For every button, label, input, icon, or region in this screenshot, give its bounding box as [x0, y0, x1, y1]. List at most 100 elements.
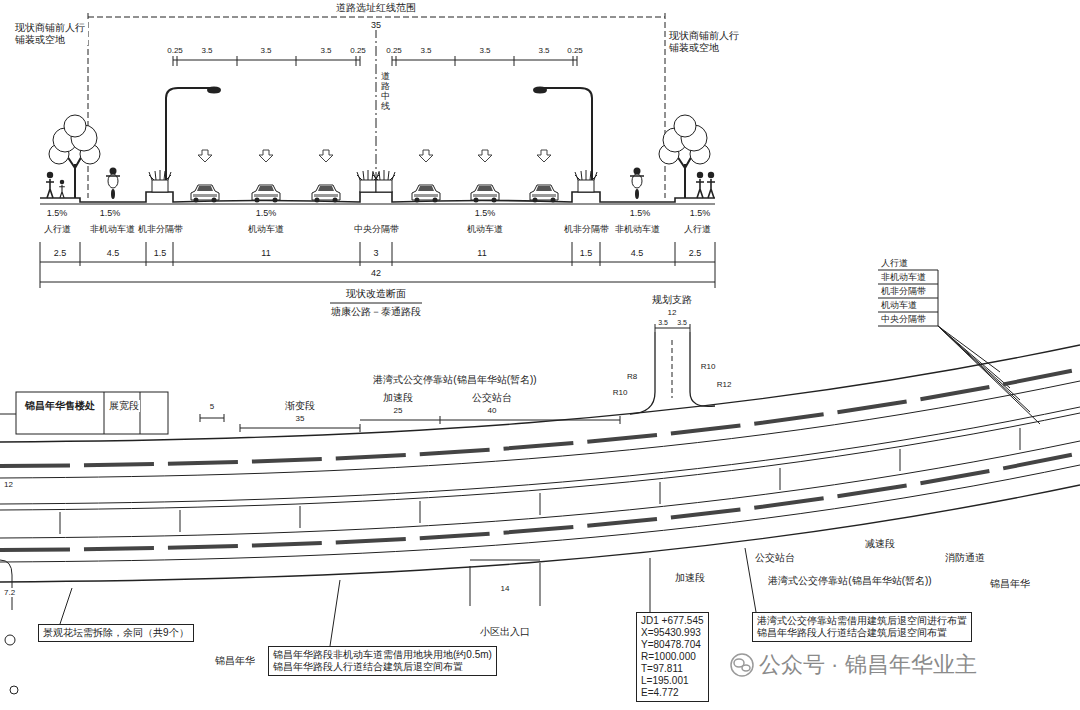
dimension-label: 0.25 — [566, 46, 584, 55]
lane-label: 机动车道 — [466, 224, 504, 234]
radius-label: R12 — [716, 380, 733, 389]
lane-list-item: 中央分隔带 — [880, 314, 927, 324]
lane-list-item: 机非分隔带 — [880, 286, 927, 296]
dimension-label: 0.25 — [349, 46, 367, 55]
segment-label: 公交站台 — [754, 552, 796, 564]
note-box: 锦昌年华路段非机动车道需借用地块用地(约0.5m)锦昌年华路段人行道结合建筑后退… — [268, 646, 497, 676]
road-drawing — [191, 185, 219, 203]
dimension-label: 1.5 — [153, 248, 168, 258]
leader-line — [650, 558, 651, 612]
note-text: 景观花坛需拆除，余同（共9个） — [43, 627, 189, 639]
road-drawing — [59, 180, 65, 198]
section-subtitle: 塘康公路－泰通路段 — [330, 306, 422, 318]
road-drawing — [412, 185, 440, 203]
note-text: X=95430.993 — [641, 627, 704, 639]
station-tick — [60, 428, 1020, 534]
road-drawing — [149, 170, 171, 192]
place-label: 锦昌年华 — [989, 578, 1031, 590]
plan-dimension — [240, 424, 360, 432]
segment-label: 加速段 — [674, 572, 706, 584]
dimension-label: 12 — [667, 308, 678, 317]
bus-stop-label: 港湾式公交停靠站(锦昌年华站(暂名)) — [767, 575, 932, 587]
station-tick — [60, 428, 1020, 534]
slope-label: 1.5% — [46, 208, 69, 218]
street-lamp — [208, 88, 220, 93]
plan-dimension — [200, 414, 224, 422]
width-dimension — [40, 242, 715, 288]
dimension-label: 3.5 — [537, 46, 550, 55]
watermark-icon — [731, 654, 753, 676]
entrance-road — [470, 563, 540, 606]
road-edge-line — [0, 345, 1080, 582]
building-box: 锦昌年华售楼处 — [22, 399, 98, 413]
dimension-label: 3.5 — [419, 46, 432, 55]
road-edge-line — [0, 369, 1080, 466]
entrance-road — [10, 686, 18, 694]
curve-data-box: JD1 +677.545X=95430.993Y=80478.704R=1000… — [636, 612, 709, 702]
centerline-label: 道路中线 — [381, 72, 390, 112]
slope-label: 1.5% — [689, 208, 712, 218]
road-drawing — [373, 170, 395, 192]
dimension-label: 35 — [295, 414, 306, 423]
lane-label: 机非分隔带 — [563, 224, 610, 234]
road-drawing — [630, 168, 644, 200]
slope-label: 1.5% — [255, 208, 278, 218]
dimension-label: 25 — [393, 406, 404, 415]
lane-label: 机非分隔带 — [137, 224, 184, 234]
dimension-label: 2.5 — [53, 248, 68, 258]
dimension-label: 3.5 — [657, 319, 669, 327]
note-text: 锦昌年华路段人行道结合建筑后退空间布置 — [757, 627, 967, 639]
width-dimension — [40, 242, 715, 288]
place-label: 消防通道 — [944, 552, 986, 564]
leader-line — [938, 326, 1040, 424]
entrance-road — [0, 560, 12, 610]
entrance-road — [5, 635, 15, 645]
red-line-dimension — [88, 13, 665, 198]
lane-list-item: 机动车道 — [880, 300, 918, 310]
building-outline — [16, 392, 168, 434]
road-edge-line — [0, 441, 1080, 538]
road-drawing — [696, 172, 704, 198]
watermark: 公众号 · 锦昌年华业主 — [758, 652, 978, 677]
dimension-label: 0.25 — [385, 46, 403, 55]
boundary-title: 道路选址红线范围 — [335, 2, 417, 14]
road-profile — [40, 192, 715, 202]
dimension-label: 3.5 — [259, 46, 272, 55]
road-drawing — [198, 150, 212, 162]
lane-label: 人行道 — [43, 224, 72, 234]
note-text: 锦昌年华路段人行道结合建筑后退空间布置 — [273, 661, 492, 673]
dimension-label: 12 — [3, 480, 14, 489]
plan-dimension — [200, 414, 620, 560]
note-text: 港湾式公交停靠站需借用建筑后退空间进行布置 — [757, 615, 967, 627]
dimension-label: 5 — [209, 402, 215, 411]
leader-line — [878, 270, 938, 326]
dimension-label: 35 — [370, 20, 382, 30]
road-drawing — [419, 150, 433, 162]
road-drawing — [106, 168, 120, 200]
dimension-label: 0.25 — [166, 46, 184, 55]
radius-label: R10 — [700, 362, 717, 371]
width-dimension — [40, 262, 715, 282]
dimension-label: 11 — [476, 248, 487, 258]
leader-line — [60, 588, 72, 624]
dimension-label: 3.5 — [478, 46, 491, 55]
lane-label: 非机动车道 — [89, 224, 136, 234]
road-drawing — [259, 150, 273, 162]
segment-label: 公交站台 — [471, 392, 513, 404]
road-name: 规划支路 — [651, 294, 693, 306]
road-drawing — [471, 185, 499, 203]
lane-list-item: 非机动车道 — [880, 272, 927, 282]
road-drawing — [478, 150, 492, 162]
road-drawing — [252, 185, 280, 203]
note-text: 锦昌年华路段非机动车道需借用地块用地(约0.5m) — [273, 649, 492, 661]
red-line-dimension — [173, 56, 577, 66]
road-drawing — [46, 172, 54, 198]
road-drawing — [319, 150, 333, 162]
lane-label: 机动车道 — [247, 224, 285, 234]
site-note: 现状商铺前人行铺装或空地 — [668, 30, 742, 53]
road-edge-line — [0, 381, 1080, 478]
dimension-label: 3.5 — [319, 46, 332, 55]
dimension-label: 42 — [370, 268, 382, 278]
dimension-label: 40 — [487, 406, 498, 415]
watermark-icon — [731, 654, 753, 676]
